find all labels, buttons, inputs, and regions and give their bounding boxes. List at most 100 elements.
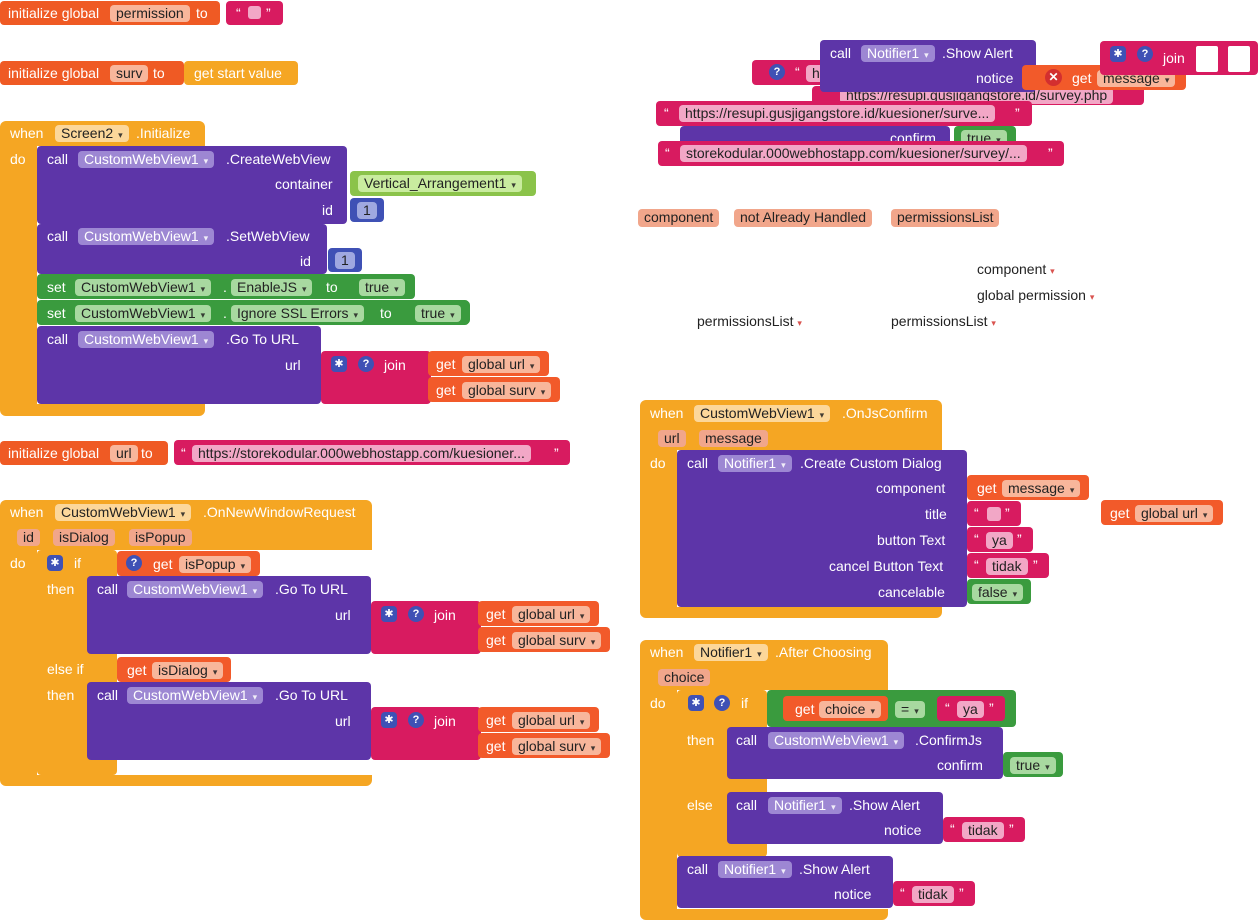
- get-start-value-block[interactable]: [184, 61, 298, 85]
- param-isdialog[interactable]: isDialog: [53, 529, 115, 546]
- help-icon[interactable]: ?: [408, 606, 424, 622]
- set-label: set: [47, 305, 66, 321]
- goto-url-method: .Go To URL: [275, 687, 348, 703]
- storekodular-text-field[interactable]: storekodular.000webhostapp.com/kuesioner…: [680, 145, 1027, 162]
- ignore-ssl-dropdown[interactable]: Ignore SSL Errors▾: [231, 305, 365, 322]
- global-url-dropdown[interactable]: global url▾: [512, 606, 591, 623]
- customwebview1-dropdown[interactable]: CustomWebView1▾: [75, 279, 212, 296]
- loose-dropdown-global-permission[interactable]: global permission ▾: [977, 287, 1095, 303]
- error-icon[interactable]: ✕: [1045, 69, 1062, 86]
- kuesioner-text-field[interactable]: https://resupi.gusjigangstore.id/kuesion…: [679, 105, 996, 122]
- get-label: get: [436, 382, 456, 398]
- init-global-url-block[interactable]: [0, 441, 168, 465]
- mutator-gear-icon[interactable]: ✱: [688, 695, 704, 711]
- vertical-arrangement-dropdown[interactable]: Vertical_Arrangement1▾: [358, 175, 522, 192]
- ispopup-dropdown[interactable]: isPopup▾: [179, 556, 252, 573]
- param-message[interactable]: message: [699, 430, 768, 447]
- param-id[interactable]: id: [17, 529, 40, 546]
- init-global-surv-block[interactable]: [0, 61, 184, 85]
- global-url-dropdown[interactable]: global url▾: [1135, 505, 1214, 522]
- quote-open: “: [945, 700, 950, 716]
- empty-text-field[interactable]: [248, 6, 261, 19]
- create-webview-method: .CreateWebView: [226, 151, 331, 167]
- customwebview1-dropdown[interactable]: CustomWebView1▾: [78, 331, 215, 348]
- mutator-gear-icon[interactable]: ✱: [47, 555, 63, 571]
- equals-operator-dropdown[interactable]: =▾: [895, 701, 925, 718]
- notifier1-dropdown[interactable]: Notifier1▾: [718, 455, 792, 472]
- help-icon[interactable]: ?: [1137, 46, 1153, 62]
- global-url-dropdown[interactable]: global url▾: [462, 356, 541, 373]
- help-icon[interactable]: ?: [358, 356, 374, 372]
- enablejs-dropdown[interactable]: EnableJS▾: [231, 279, 313, 296]
- loose-param-component[interactable]: component: [638, 209, 720, 227]
- global-surv-dropdown[interactable]: global surv▾: [512, 632, 602, 649]
- on-js-confirm-label: .OnJsConfirm: [842, 405, 928, 421]
- customwebview1-dropdown[interactable]: CustomWebView1▾: [694, 405, 831, 422]
- join-label: join: [1163, 50, 1185, 66]
- true-dropdown[interactable]: true▾: [359, 279, 405, 296]
- customwebview1-dropdown[interactable]: CustomWebView1▾: [78, 228, 215, 245]
- mutator-gear-icon[interactable]: ✱: [381, 606, 397, 622]
- notifier1-dropdown[interactable]: Notifier1▾: [718, 861, 792, 878]
- global-surv-dropdown[interactable]: global surv▾: [462, 382, 552, 399]
- isdialog-dropdown[interactable]: isDialog▾: [152, 662, 224, 679]
- loose-param-permissions-list[interactable]: permissionsList: [891, 209, 1000, 227]
- customwebview1-dropdown[interactable]: CustomWebView1▾: [127, 581, 264, 598]
- do-label: do: [650, 695, 666, 711]
- global-surv-name-field[interactable]: surv: [110, 65, 149, 82]
- show-alert-method: .Show Alert: [799, 861, 870, 877]
- help-icon[interactable]: ?: [769, 64, 785, 80]
- empty-text-field[interactable]: [987, 507, 1001, 521]
- param-ispopup[interactable]: isPopup: [129, 529, 192, 546]
- screen2-dropdown[interactable]: Screen2▾: [55, 125, 129, 142]
- param-url[interactable]: url: [658, 430, 686, 447]
- true-dropdown[interactable]: true▾: [1010, 757, 1056, 774]
- customwebview1-dropdown[interactable]: CustomWebView1▾: [127, 687, 264, 704]
- tidak-text-field[interactable]: tidak: [912, 886, 954, 903]
- tidak-text-field[interactable]: tidak: [986, 558, 1028, 575]
- help-icon[interactable]: ?: [126, 555, 142, 571]
- loose-dropdown-component[interactable]: component ▾: [977, 261, 1055, 277]
- global-url-dropdown[interactable]: global url▾: [512, 712, 591, 729]
- else-if-label: else if: [47, 661, 84, 677]
- create-custom-dialog-block[interactable]: [677, 450, 967, 607]
- empty-socket-1[interactable]: [1196, 46, 1218, 72]
- loose-param-not-handled[interactable]: not Already Handled: [734, 209, 873, 227]
- mutator-gear-icon[interactable]: ✱: [331, 356, 347, 372]
- param-choice[interactable]: choice: [658, 669, 711, 686]
- notifier1-dropdown[interactable]: Notifier1▾: [768, 797, 842, 814]
- init-global-label: initialize global: [8, 445, 100, 461]
- help-icon[interactable]: ?: [408, 712, 424, 728]
- global-url-name-field[interactable]: url: [110, 445, 138, 462]
- ya-text-field[interactable]: ya: [957, 701, 984, 718]
- number-field[interactable]: 1: [357, 202, 377, 219]
- quote-close: ”: [989, 700, 994, 716]
- global-surv-dropdown[interactable]: global surv▾: [512, 738, 602, 755]
- create-custom-dialog-method: .Create Custom Dialog: [800, 455, 942, 471]
- url-text-field[interactable]: https://storekodular.000webhostapp.com/k…: [192, 445, 531, 462]
- customwebview1-dropdown[interactable]: CustomWebView1▾: [78, 151, 215, 168]
- help-icon[interactable]: ?: [714, 695, 730, 711]
- customwebview1-dropdown[interactable]: CustomWebView1▾: [768, 732, 905, 749]
- tidak-text-field[interactable]: tidak: [962, 822, 1004, 839]
- mutator-gear-icon[interactable]: ✱: [381, 712, 397, 728]
- quote-close: ”: [1015, 105, 1020, 121]
- choice-dropdown[interactable]: choice▾: [819, 701, 881, 718]
- true-dropdown[interactable]: true▾: [415, 305, 461, 322]
- false-dropdown[interactable]: false▾: [972, 584, 1024, 601]
- customwebview1-dropdown[interactable]: CustomWebView1▾: [75, 305, 212, 322]
- notifier1-dropdown[interactable]: Notifier1▾: [861, 45, 935, 62]
- global-permission-name-field[interactable]: permission: [110, 5, 190, 22]
- mutator-gear-icon[interactable]: ✱: [1110, 46, 1126, 62]
- message-dropdown[interactable]: message▾: [1002, 480, 1081, 497]
- empty-socket-2[interactable]: [1228, 46, 1250, 72]
- to-label: to: [141, 445, 153, 461]
- quote-open: “: [974, 505, 979, 521]
- loose-dropdown-permissions-list[interactable]: permissionsList ▾: [891, 313, 996, 329]
- notifier1-dropdown[interactable]: Notifier1▾: [694, 644, 768, 661]
- ya-text-field[interactable]: ya: [986, 532, 1013, 549]
- customwebview1-dropdown[interactable]: CustomWebView1▾: [55, 504, 192, 521]
- quote-close: ”: [1033, 557, 1038, 573]
- number-field[interactable]: 1: [335, 252, 355, 269]
- loose-dropdown-permissions-list[interactable]: permissionsList ▾: [697, 313, 802, 329]
